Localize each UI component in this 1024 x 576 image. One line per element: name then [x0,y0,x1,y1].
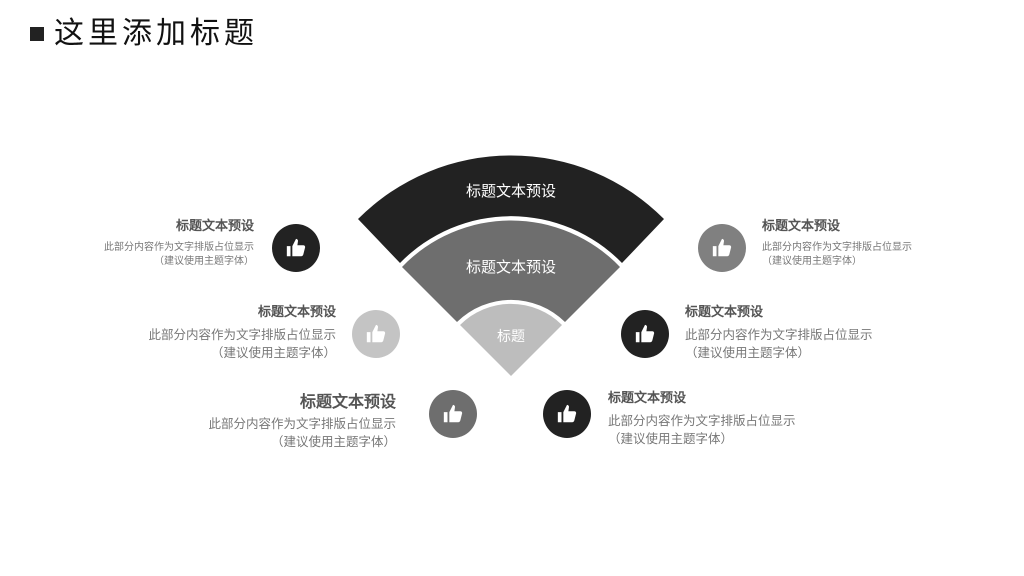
thumbs-up-icon [621,310,669,358]
block-note: （建议使用主题字体） [762,256,862,268]
slide-title: 这里添加标题 [30,14,258,54]
block-note: （建议使用主题字体） [685,344,811,360]
text-block-right-top: 标题文本预设 此部分内容作为文字排版占位显示 （建议使用主题字体） [762,218,912,270]
text-block-right-middle: 标题文本预设 此部分内容作为文字排版占位显示 （建议使用主题字体） [685,304,873,362]
block-note: （建议使用主题字体） [608,430,734,446]
text-block-left-top: 标题文本预设 此部分内容作为文字排版占位显示 （建议使用主题字体） [104,218,254,270]
fan-inner-segment [460,303,562,376]
block-description: 此部分内容作为文字排版占位显示 [685,326,873,342]
fan-outer-label: 标题文本预设 [466,182,556,200]
fan-middle-label: 标题文本预设 [466,258,556,276]
fan-outer-segment [358,155,664,263]
thumbs-up-icon [272,224,320,272]
block-heading: 标题文本预设 [685,305,764,320]
block-description: 此部分内容作为文字排版占位显示 [208,416,396,432]
fan-inner-label: 标题 [497,329,525,345]
block-heading: 标题文本预设 [175,219,254,234]
text-block-left-bottom: 标题文本预设 此部分内容作为文字排版占位显示 （建议使用主题字体） [208,390,396,451]
block-description: 此部分内容作为文字排版占位显示 [762,241,912,253]
block-heading: 标题文本预设 [257,305,336,320]
thumbs-up-icon [352,310,400,358]
block-note: （建议使用主题字体） [270,434,396,450]
block-note: （建议使用主题字体） [154,256,254,268]
block-description: 此部分内容作为文字排版占位显示 [104,241,254,253]
title-text: 这里添加标题 [54,16,258,51]
text-block-left-middle: 标题文本预设 此部分内容作为文字排版占位显示 （建议使用主题字体） [148,304,336,362]
thumbs-up-icon [429,390,477,438]
thumbs-up-icon [698,224,746,272]
block-description: 此部分内容作为文字排版占位显示 [148,326,336,342]
title-bullet-square [30,27,44,41]
block-description: 此部分内容作为文字排版占位显示 [608,412,796,428]
thumbs-up-icon [543,390,591,438]
text-block-right-bottom: 标题文本预设 此部分内容作为文字排版占位显示 （建议使用主题字体） [608,390,796,448]
block-heading: 标题文本预设 [762,219,841,234]
block-heading: 标题文本预设 [299,392,396,411]
fan-middle-segment [402,220,620,322]
block-note: （建议使用主题字体） [210,344,336,360]
block-heading: 标题文本预设 [608,391,687,406]
